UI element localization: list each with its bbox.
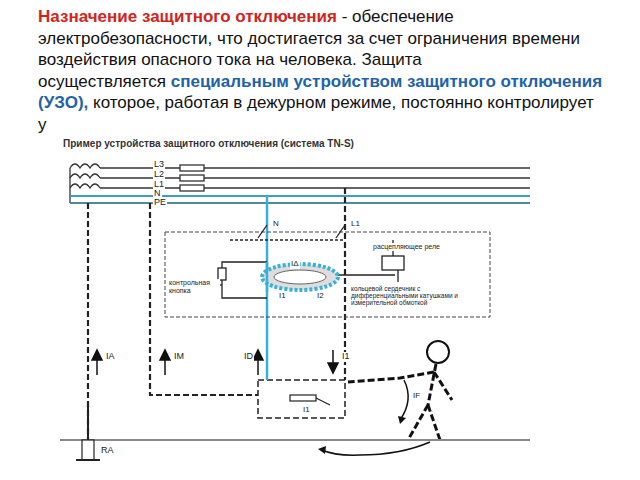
current-label: IM [173,352,185,362]
current-label: I1 [302,406,311,415]
body-text: которое, работая в дежурном режиме, пост… [38,93,594,134]
current-label: I2 [316,292,325,301]
core-label: кольцевой сердечник с дифференциальными … [350,285,487,306]
current-label: I1 [278,292,287,301]
current-label: I1 [341,352,351,362]
current-label: IF [412,392,421,401]
current-label: IΔ [290,260,300,269]
relay-label: расцепляющее реле [372,243,441,251]
current-label: ID [243,352,254,362]
line-name: L3 [153,160,165,170]
resistance-label: RA [100,446,115,456]
diagram-title: Пример устройства защитного отключения (… [62,138,355,149]
line-name: PE [153,198,167,208]
current-label: IA [105,352,116,362]
line-name: L2 [153,170,165,180]
intro-paragraph: Назначение защитного отключения- обеспеч… [38,6,608,135]
terminal-name: N [272,220,280,229]
highlight-term: Назначение защитного отключения [38,7,337,26]
terminal-name: L1 [350,220,361,229]
button-label: контрольная кнопка [168,279,220,294]
